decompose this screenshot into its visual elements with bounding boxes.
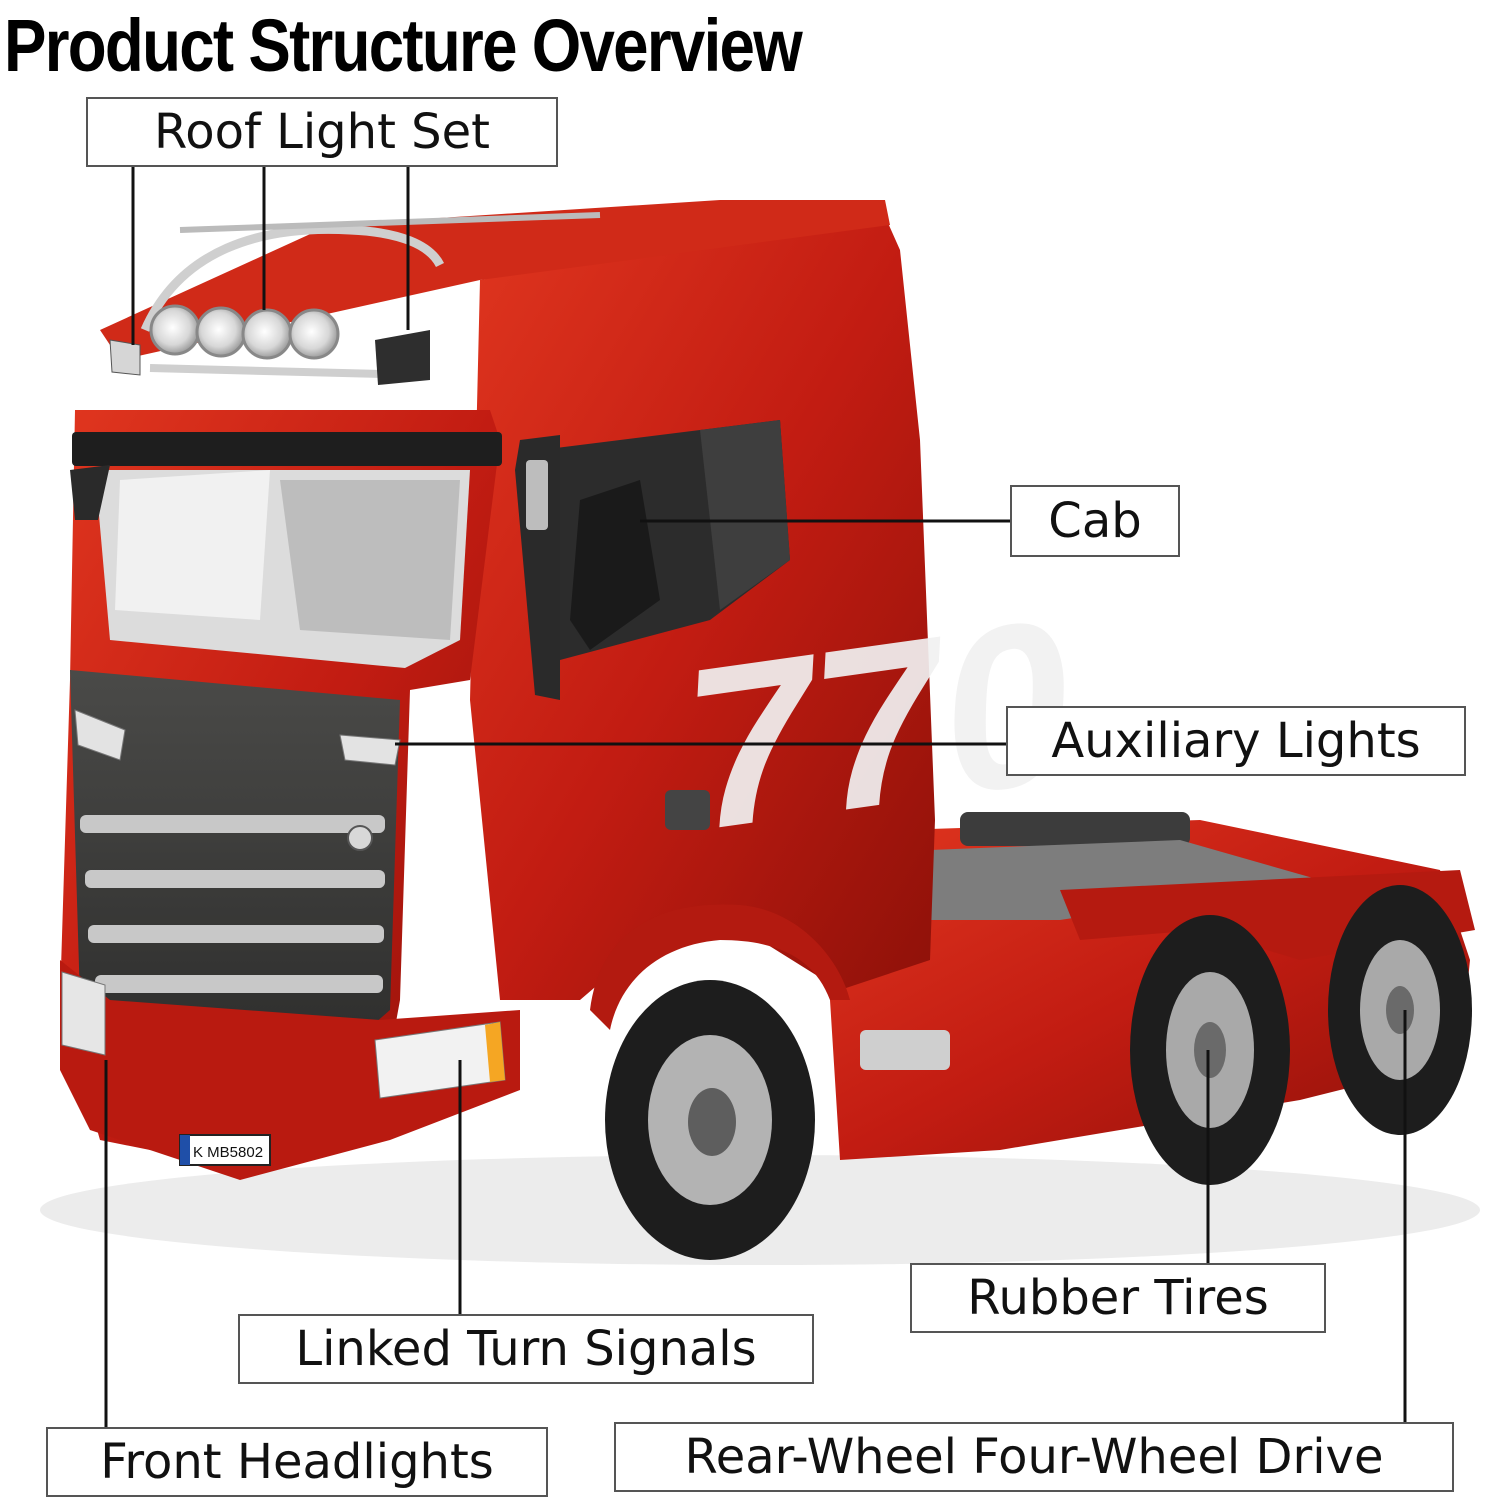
sun-visor (72, 432, 502, 466)
rear-wheel-2 (1328, 885, 1472, 1135)
roof-marker-right (375, 330, 430, 385)
left-mirror (70, 465, 110, 520)
left-headlight (61, 971, 106, 1056)
label-roof-light-set: Roof Light Set (86, 97, 558, 167)
leader-lines (104, 165, 1407, 1428)
fifth-wheel-plate (960, 812, 1190, 846)
label-rear-wheel-drive: Rear-Wheel Four-Wheel Drive (614, 1422, 1454, 1492)
front-wheel (605, 980, 815, 1260)
side-step (860, 1030, 950, 1070)
license-plate-text: K MB5802 (193, 1144, 263, 1161)
front-emblem (347, 825, 373, 851)
auxiliary-light (339, 734, 401, 766)
label-auxiliary-lights: Auxiliary Lights (1006, 706, 1466, 776)
rear-wheel-1 (1130, 915, 1290, 1185)
label-front-headlights: Front Headlights (46, 1427, 548, 1497)
seat (570, 480, 660, 650)
front-bumper (60, 960, 520, 1180)
page-title: Product Structure Overview (4, 4, 803, 87)
label-cab: Cab (1010, 485, 1180, 557)
roof-light-bar (140, 224, 445, 332)
license-plate (179, 1134, 271, 1166)
chassis-deck (930, 840, 1320, 920)
roof-marker-left (109, 339, 141, 376)
front-wheel-arch (590, 904, 850, 1030)
label-linked-turn-signals: Linked Turn Signals (238, 1314, 814, 1384)
label-rubber-tires: Rubber Tires (910, 1263, 1326, 1333)
roof-lamps (149, 304, 340, 360)
door-handle (665, 790, 710, 830)
